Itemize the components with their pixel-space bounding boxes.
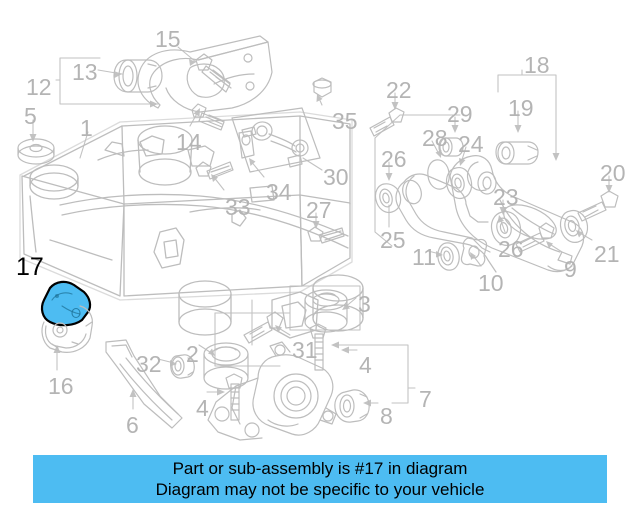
part-15-bolt (195, 53, 232, 93)
part-35-nut (312, 77, 332, 98)
part-7-knuckle (207, 341, 337, 441)
part-3-bushing (304, 289, 348, 333)
callout-15-0: 15 (155, 26, 181, 52)
callout-16-27: 16 (48, 373, 74, 399)
part-22-bolt (369, 107, 405, 137)
callout-22-11: 22 (386, 77, 412, 103)
callout-10-22: 10 (478, 270, 504, 296)
part-34-bracket (238, 130, 255, 159)
part-28-bushing (427, 159, 450, 190)
callout-30-7: 30 (323, 164, 349, 190)
part-upper-control-arm (137, 35, 273, 113)
callout-2-30: 2 (186, 341, 199, 367)
part-25-trailing-arm (395, 173, 497, 273)
callout-13-1: 13 (72, 59, 98, 85)
part-31-bolt (243, 311, 284, 344)
callout-25-20: 25 (380, 227, 406, 253)
callout-6-29: 6 (126, 412, 139, 438)
part-29-bushing (438, 137, 464, 157)
callout-21-25: 21 (594, 241, 620, 267)
part-14-bolt (191, 103, 225, 131)
callout-5-3: 5 (24, 103, 37, 129)
callout-9-24: 9 (564, 256, 577, 282)
callout-20-17: 20 (600, 160, 626, 186)
part-subframe (19, 111, 364, 339)
part-4-bolt-right (309, 323, 327, 371)
part-33-bolt (195, 161, 234, 180)
part-8-bushing (334, 389, 370, 423)
banner-line-1: Part or sub-assembly is #17 in diagram (172, 459, 468, 478)
callout-18-15: 18 (524, 52, 550, 78)
part-26-bushing-upper (374, 183, 402, 214)
callout-26-23: 26 (498, 236, 524, 262)
callout-27-10: 27 (306, 197, 332, 223)
part-30-link (231, 107, 321, 173)
part-27-bolt (307, 226, 345, 244)
callout-35-6: 35 (332, 108, 358, 134)
part-11-bushing (437, 242, 460, 271)
part-13-bushing (113, 59, 163, 93)
part-19-bushing (495, 141, 539, 165)
callout-7-35: 7 (419, 386, 432, 412)
callout-14-5: 14 (176, 129, 202, 155)
callout-17-26: 17 (16, 253, 44, 281)
callout-32-28: 32 (136, 351, 162, 377)
part-5-washer (17, 138, 55, 165)
part-2-bushing (203, 342, 249, 390)
part-10-bracket (460, 237, 488, 267)
callout-34-8: 34 (266, 179, 292, 205)
callout-28-13: 28 (422, 125, 448, 151)
part-23-bushing (477, 171, 497, 195)
part-6-brace (105, 339, 183, 429)
banner-line-2: Diagram may not be specific to your vehi… (155, 480, 485, 499)
callout-4-31: 4 (196, 395, 209, 421)
part-9-bolt (515, 222, 555, 253)
callout-31-33: 31 (292, 337, 318, 363)
part-17-highlighted (40, 280, 92, 327)
part-notice-banner: Part or sub-assembly is #17 in diagram D… (33, 455, 607, 503)
callout-33-9: 33 (225, 194, 251, 220)
callout-24-14: 24 (458, 131, 484, 157)
part-16-bracket (41, 305, 93, 353)
callout-23-19: 23 (493, 184, 519, 210)
part-26-bushing-lower (490, 210, 522, 246)
callout-1-4: 1 (80, 115, 93, 141)
callout-4-34: 4 (359, 352, 372, 378)
callout-3-32: 3 (358, 291, 371, 317)
part-18-lower-arm (449, 155, 585, 273)
callout-11-21: 11 (412, 244, 436, 270)
callout-12-2: 12 (26, 74, 52, 100)
callout-19-16: 19 (508, 95, 534, 121)
part-21-bushing (559, 209, 589, 243)
callout-29-12: 29 (447, 101, 473, 127)
callout-26-18: 26 (381, 146, 407, 172)
callout-8-36: 8 (380, 403, 393, 429)
part-32-bushing (170, 354, 195, 379)
part-20-bolt (577, 190, 619, 222)
